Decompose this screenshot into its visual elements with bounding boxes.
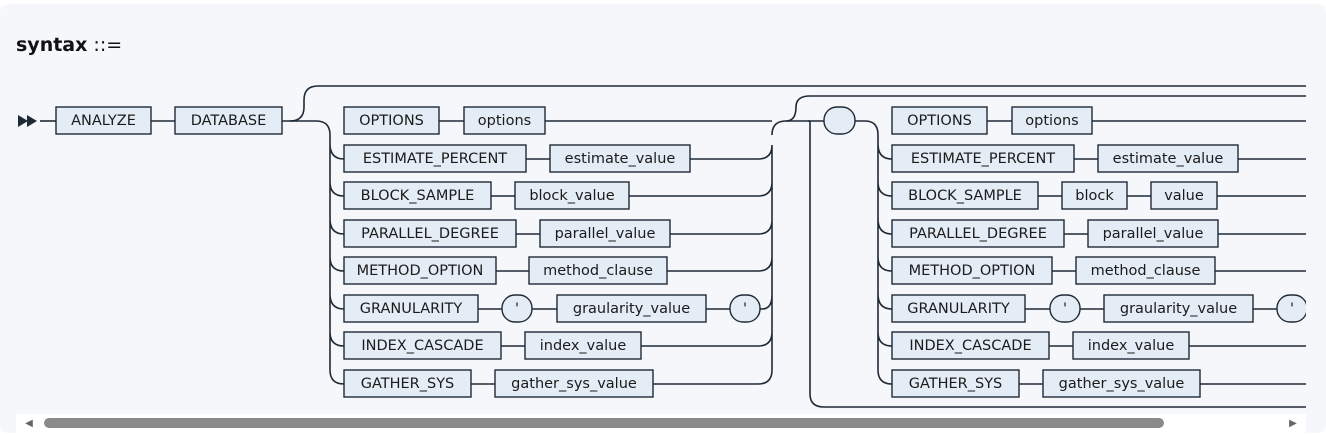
svg-text:gather_sys_value: gather_sys_value (1059, 376, 1185, 392)
svg-text:estimate_value: estimate_value (1113, 151, 1224, 167)
options-rows (439, 120, 772, 385)
svg-text:block_value: block_value (529, 188, 614, 204)
options-split (290, 120, 345, 385)
scroll-thumb[interactable] (44, 418, 1164, 428)
svg-text:ANALYZE: ANALYZE (71, 113, 136, 129)
svg-text:index_value: index_value (540, 338, 627, 354)
svg-text:': ' (1290, 301, 1294, 317)
svg-text:PARALLEL_DEGREE: PARALLEL_DEGREE (361, 226, 499, 242)
svg-text:GRANULARITY: GRANULARITY (907, 301, 1010, 317)
repeat-option-row[interactable]: BLOCK_SAMPLE block value (891, 181, 1218, 210)
repeat-separator[interactable] (823, 106, 856, 135)
svg-text:graularity_value: graularity_value (573, 301, 690, 317)
svg-text:estimate_value: estimate_value (565, 151, 676, 167)
skip-track (289, 85, 1306, 122)
page-title: syntax ::= (16, 34, 122, 56)
railroad-diagram: ANALYZE DATABASE OPTIONS options ESTIMAT… (18, 85, 1306, 408)
option-row[interactable]: ESTIMATE_PERCENT estimate_value (343, 144, 691, 173)
svg-text:ESTIMATE_PERCENT: ESTIMATE_PERCENT (911, 151, 1055, 167)
repeat-option-row[interactable]: METHOD_OPTION method_clause (891, 256, 1216, 285)
repeat-rows (987, 120, 1306, 385)
svg-text:index_value: index_value (1088, 338, 1175, 354)
horizontal-scrollbar[interactable]: ◀ ▶ (16, 414, 1306, 434)
svg-text:OPTIONS: OPTIONS (359, 113, 424, 129)
svg-text:graularity_value: graularity_value (1120, 301, 1237, 317)
svg-text:METHOD_OPTION: METHOD_OPTION (357, 263, 484, 279)
svg-text:': ' (743, 301, 747, 317)
repeat-option-row[interactable]: INDEX_CASCADE index_value (891, 331, 1190, 360)
options-join (757, 120, 810, 385)
svg-text:METHOD_OPTION: METHOD_OPTION (909, 263, 1036, 279)
node-analyze[interactable]: ANALYZE (55, 106, 152, 135)
svg-text:': ' (1063, 301, 1067, 317)
option-row[interactable]: GATHER_SYS gather_sys_value (343, 369, 654, 398)
svg-text:OPTIONS: OPTIONS (907, 113, 972, 129)
svg-text:ESTIMATE_PERCENT: ESTIMATE_PERCENT (363, 151, 507, 167)
repeat-option-row[interactable]: PARALLEL_DEGREE parallel_value (891, 219, 1219, 248)
repeat-loop (808, 120, 1306, 408)
svg-text:method_clause: method_clause (543, 263, 653, 279)
svg-text:PARALLEL_DEGREE: PARALLEL_DEGREE (909, 226, 1047, 242)
option-row[interactable]: METHOD_OPTION method_clause (343, 256, 668, 285)
option-row[interactable]: INDEX_CASCADE index_value (343, 331, 642, 360)
svg-text:GATHER_SYS: GATHER_SYS (361, 376, 455, 392)
diagram-viewport[interactable]: ANALYZE DATABASE OPTIONS options ESTIMAT… (0, 76, 1306, 416)
repeat-skip-track (785, 95, 1306, 122)
svg-text:parallel_value: parallel_value (1103, 226, 1204, 242)
option-row[interactable]: PARALLEL_DEGREE parallel_value (343, 219, 671, 248)
svg-text:parallel_value: parallel_value (555, 226, 656, 242)
syntax-operator: ::= (87, 34, 123, 56)
svg-text:options: options (1025, 113, 1078, 129)
repeat-option-row[interactable]: OPTIONS options (891, 106, 1093, 135)
diagram-panel: syntax ::= ANALYZE (0, 4, 1326, 434)
svg-text:method_clause: method_clause (1091, 263, 1201, 279)
option-row[interactable]: GRANULARITY ' graularity_value ' (343, 294, 761, 323)
repeat-option-row[interactable]: GRANULARITY ' graularity_value ' (891, 294, 1306, 323)
syntax-keyword: syntax (16, 34, 88, 56)
scroll-left-icon[interactable]: ◀ (25, 418, 33, 429)
svg-text:block: block (1075, 188, 1114, 204)
svg-text:GRANULARITY: GRANULARITY (360, 301, 463, 317)
svg-text:': ' (515, 301, 519, 317)
svg-text:BLOCK_SAMPLE: BLOCK_SAMPLE (908, 188, 1022, 204)
option-row[interactable]: OPTIONS options (343, 106, 546, 135)
svg-text:gather_sys_value: gather_sys_value (511, 376, 637, 392)
node-database[interactable]: DATABASE (174, 106, 283, 135)
svg-text:GATHER_SYS: GATHER_SYS (909, 376, 1003, 392)
svg-text:options: options (478, 113, 531, 129)
option-row[interactable]: BLOCK_SAMPLE block_value (343, 181, 630, 210)
svg-text:BLOCK_SAMPLE: BLOCK_SAMPLE (361, 188, 475, 204)
svg-text:DATABASE: DATABASE (191, 113, 267, 129)
repeat-option-row[interactable]: ESTIMATE_PERCENT estimate_value (891, 144, 1239, 173)
svg-text:INDEX_CASCADE: INDEX_CASCADE (909, 338, 1031, 354)
scroll-right-icon[interactable]: ▶ (1289, 418, 1297, 429)
repeat-option-row[interactable]: GATHER_SYS gather_sys_value (891, 369, 1201, 398)
start-arrow-icon (18, 115, 28, 127)
start-arrow-icon-2 (27, 115, 37, 127)
svg-text:INDEX_CASCADE: INDEX_CASCADE (361, 338, 483, 354)
svg-text:value: value (1164, 188, 1204, 204)
